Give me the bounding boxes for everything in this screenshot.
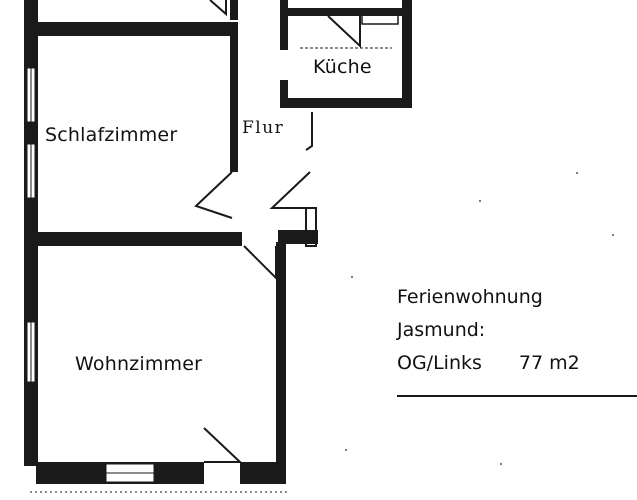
info-details-row: OG/Links 77 m2 <box>397 347 637 380</box>
info-name: Jasmund: <box>397 319 486 341</box>
kitchen-right-wall <box>402 0 412 108</box>
hallway-right-wall <box>305 112 313 151</box>
bedroom-bottom-wall <box>24 232 242 246</box>
kitchen-room <box>280 0 412 108</box>
living-bottom-wall-right <box>240 462 286 484</box>
hallway-door-swing-right <box>269 171 312 209</box>
living-door-swing <box>243 245 277 281</box>
hallway-label: Flur <box>242 118 285 138</box>
info-location: OG/Links <box>397 352 482 374</box>
kitchen-counter-top <box>361 9 399 25</box>
top-mid-wall-stub <box>230 0 238 20</box>
kitchen-left-wall-bottom <box>280 80 288 108</box>
kitchen-label: Küche <box>313 56 372 78</box>
bedroom-top-wall <box>24 22 238 36</box>
bedroom-label: Schlafzimmer <box>45 124 178 146</box>
scan-speck <box>479 200 481 202</box>
apartment-info: Ferienwohnung Jasmund: OG/Links 77 m2 <box>397 281 637 380</box>
scan-speck <box>576 172 578 174</box>
hallway-bottom-wall <box>278 230 318 244</box>
kitchen-bottom-wall <box>284 98 410 108</box>
scan-speck <box>345 449 347 451</box>
kitchen-door-swing <box>327 15 361 49</box>
info-underline <box>397 395 637 397</box>
kitchen-left-wall-top <box>280 0 288 50</box>
kitchen-top-wall <box>280 8 410 16</box>
living-room <box>24 242 290 493</box>
living-right-wall <box>276 242 286 466</box>
top-door-swing <box>209 0 227 17</box>
info-area: 77 m2 <box>518 352 580 374</box>
bedroom-room <box>24 22 242 248</box>
scan-speck <box>351 276 353 278</box>
scan-speck <box>612 234 614 236</box>
scan-speck <box>500 463 502 465</box>
top-left-wall-stub <box>24 0 38 22</box>
living-room-label: Wohnzimmer <box>75 353 203 375</box>
bedroom-door-swing <box>194 171 233 219</box>
bedroom-left-wall <box>24 22 38 248</box>
hallway-wall-stub <box>305 207 317 247</box>
info-title: Ferienwohnung <box>397 286 543 308</box>
bedroom-right-wall <box>230 22 238 172</box>
living-balcony-door-swing <box>203 427 243 463</box>
top-remnant-walls <box>24 0 238 22</box>
